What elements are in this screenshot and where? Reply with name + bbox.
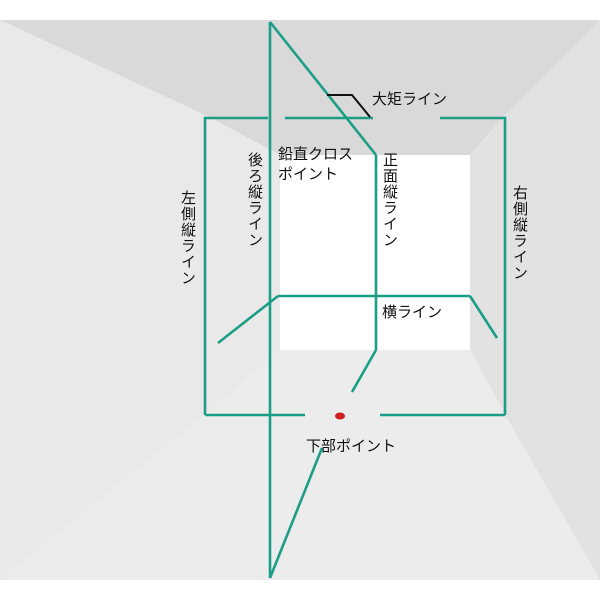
inner-ceiling-surface — [205, 115, 505, 155]
right-vertical-line — [440, 116, 507, 415]
label-horizontal: 横ライン — [382, 303, 442, 321]
horizontal-line-left — [217, 294, 279, 345]
label-left-vertical: 左側縦ライン — [179, 190, 197, 286]
plumb-diagonal-upper — [268, 21, 378, 156]
floor-surface — [0, 415, 600, 580]
label-ceiling-right-angle: 大矩ライン — [372, 90, 447, 108]
front-vertical-floor-line — [350, 349, 378, 393]
label-plumb-cross-line2: ポイント — [278, 165, 338, 183]
plumb-diagonal-lower — [268, 447, 324, 579]
right-wall-surface — [505, 20, 600, 580]
inner-floor-surface — [205, 350, 505, 415]
bottom-point-marker — [335, 412, 345, 420]
laser-lines — [203, 21, 507, 579]
left-vertical-line — [203, 116, 268, 415]
label-right-vertical: 右側縦ライン — [511, 185, 529, 281]
label-bottom-point: 下部ポイント — [306, 437, 396, 455]
label-front-vertical: 正面縦ライン — [381, 152, 399, 248]
left-wall-surface — [0, 20, 205, 580]
inner-right-wall-surface — [470, 115, 505, 415]
ceiling-label-pointer — [327, 94, 371, 118]
label-plumb-cross-line1: 鉛直クロス — [278, 145, 353, 163]
label-rear-vertical: 後ろ縦ライン — [246, 152, 264, 248]
horizontal-line-right — [468, 295, 499, 339]
ceiling-surface — [0, 20, 600, 115]
